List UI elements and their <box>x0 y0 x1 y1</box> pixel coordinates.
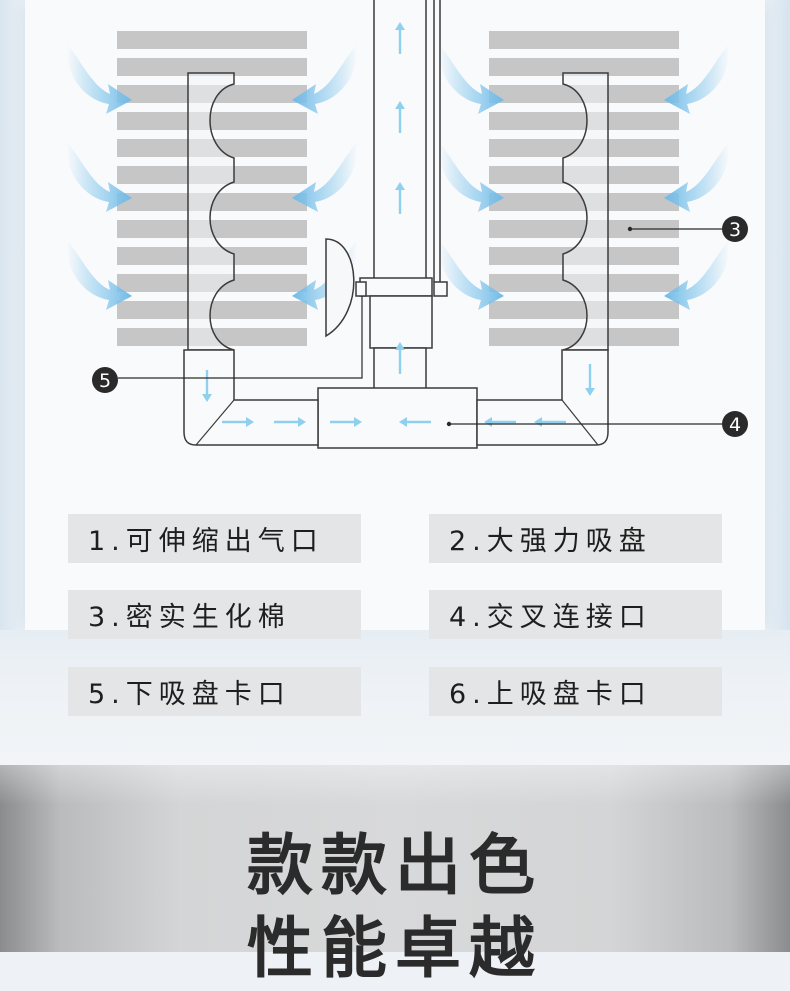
label-6: 6.上吸盘卡口 <box>429 667 722 716</box>
t-junction <box>317 387 478 449</box>
right-sponge <box>489 31 679 346</box>
lift-tube <box>373 0 448 297</box>
label-3: 3.密实生化棉 <box>68 590 361 639</box>
callout-5-number: 5 <box>99 370 111 392</box>
label-2: 2.大强力吸盘 <box>429 514 722 563</box>
left-elbow <box>183 349 319 446</box>
callout-5: 5 <box>92 296 363 393</box>
callout-4: 4 <box>446 411 748 437</box>
left-inner-tube <box>187 72 235 351</box>
slogan-line-1: 款款出色 <box>247 827 543 904</box>
right-elbow <box>476 349 609 446</box>
label-5: 5.下吸盘卡口 <box>68 667 361 716</box>
right-inner-tube <box>562 72 609 351</box>
suction-cup <box>325 238 355 338</box>
slogan-line-2: 性能卓越 <box>247 910 543 987</box>
callout-3: 3 <box>627 216 748 242</box>
callout-3-number: 3 <box>729 219 741 241</box>
callout-4-number: 4 <box>729 414 741 436</box>
filter-diagram: 3 4 5 <box>66 0 748 449</box>
slogan-banner: 款款出色 性能卓越 <box>0 765 790 987</box>
label-1: 1.可伸缩出气口 <box>68 514 361 563</box>
label-4: 4.交叉连接口 <box>429 590 722 639</box>
cup-clip <box>355 277 433 349</box>
